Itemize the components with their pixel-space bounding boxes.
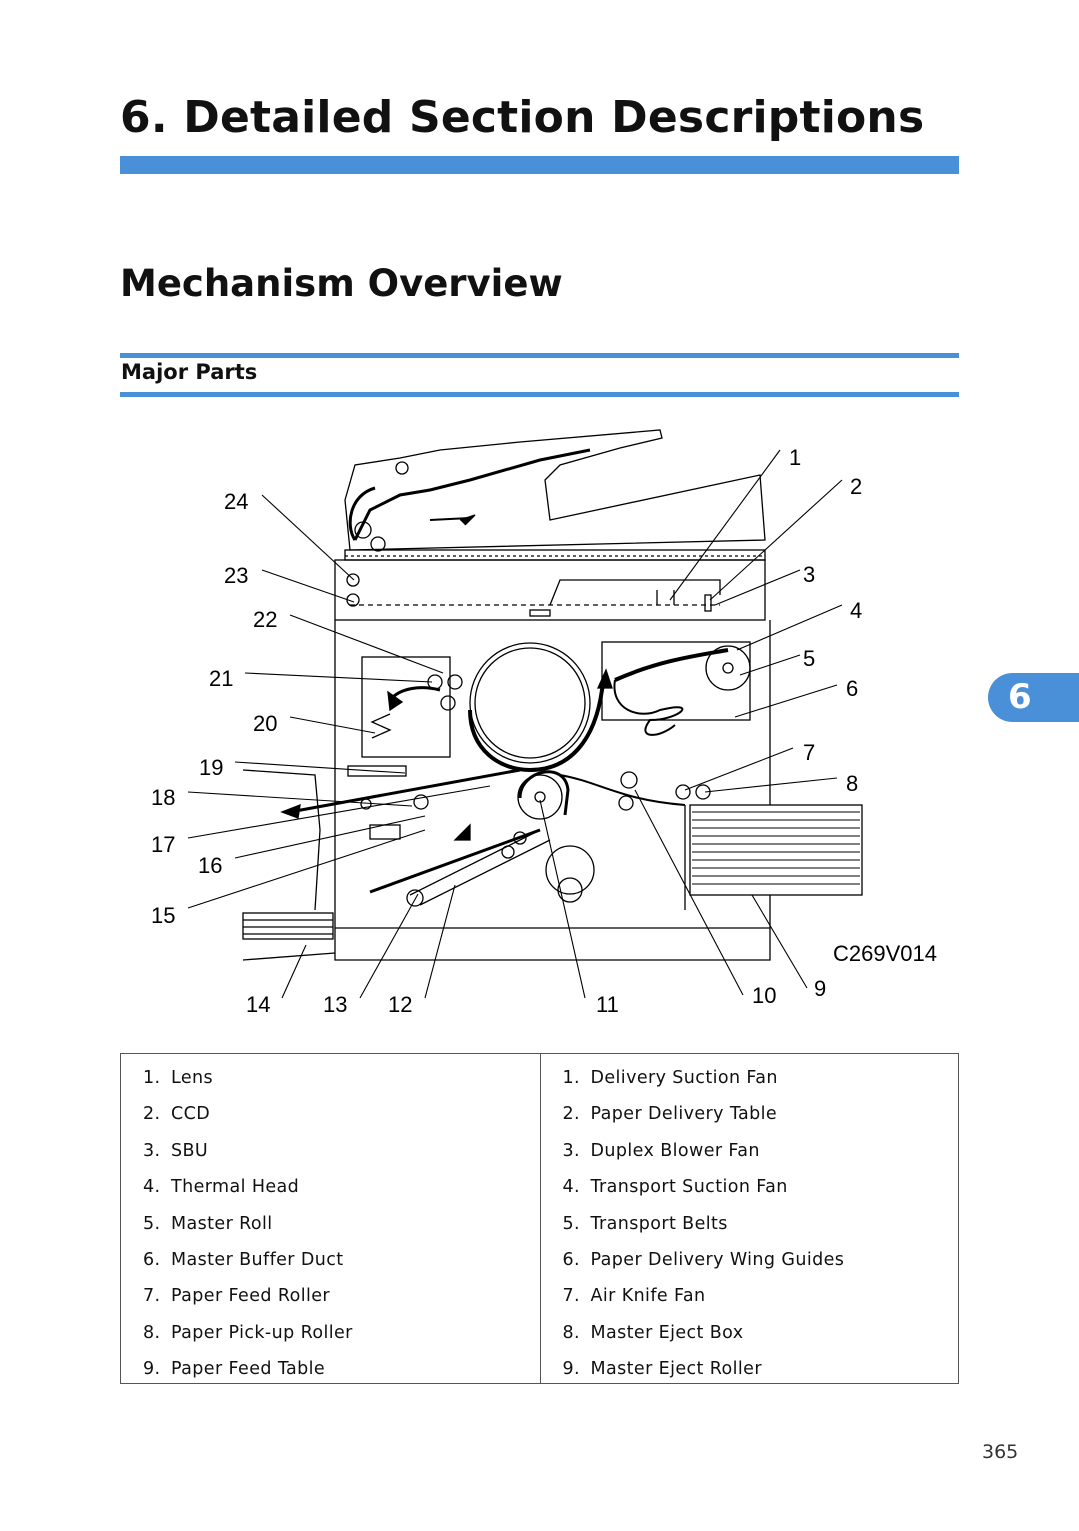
chapter-title: 6. Detailed Section Descriptions <box>120 92 925 143</box>
chapter-tab[interactable]: 6 <box>988 673 1079 722</box>
list-item: 2.Paper Delivery Table <box>562 1104 778 1125</box>
chapter-title-bar <box>120 156 959 174</box>
callout-4: 4 <box>850 598 862 623</box>
mechanism-diagram: 1 2 3 4 5 6 7 8 9 10 11 12 13 14 15 16 1… <box>151 429 937 1017</box>
callout-17: 17 <box>151 832 175 857</box>
callout-20: 20 <box>253 711 277 736</box>
parts-column-right: 1.Delivery Suction Fan 2.Paper Delivery … <box>539 1054 959 1383</box>
callout-2: 2 <box>850 474 862 499</box>
callout-6: 6 <box>846 676 858 701</box>
list-item: 8.Paper Pick-up Roller <box>143 1322 353 1343</box>
callout-11: 11 <box>596 992 619 1017</box>
callout-23: 23 <box>224 563 248 588</box>
list-item: 5.Transport Belts <box>562 1213 728 1234</box>
list-item: 2.CCD <box>143 1104 211 1125</box>
list-item: 7.Air Knife Fan <box>562 1286 706 1307</box>
callout-labels: 1 2 3 4 5 6 7 8 9 10 11 12 13 14 15 16 1… <box>151 445 937 1017</box>
callout-22: 22 <box>253 607 277 632</box>
callout-10: 10 <box>752 983 776 1008</box>
machine-drawing <box>242 429 863 961</box>
subsection-top-rule <box>120 353 959 358</box>
callout-5: 5 <box>803 646 815 671</box>
callout-12: 12 <box>388 992 412 1017</box>
section-title: Mechanism Overview <box>120 262 563 305</box>
parts-column-left: 1.Lens 2.CCD 3.SBU 4.Thermal Head 5.Mast… <box>121 1054 540 1383</box>
callout-16: 16 <box>198 853 222 878</box>
callout-9: 9 <box>814 976 826 1001</box>
subsection-bottom-rule <box>120 392 959 397</box>
callout-8: 8 <box>846 771 858 796</box>
list-item: 3.Duplex Blower Fan <box>562 1140 760 1161</box>
list-item: 8.Master Eject Box <box>562 1322 744 1343</box>
leader-lines <box>187 449 843 999</box>
list-item: 7.Paper Feed Roller <box>143 1286 331 1307</box>
subsection-title: Major Parts <box>121 360 258 384</box>
list-item: 3.SBU <box>143 1140 209 1161</box>
list-item: 6.Master Buffer Duct <box>143 1249 344 1270</box>
page-number: 365 <box>982 1441 1019 1463</box>
list-item: 9.Master Eject Roller <box>562 1359 762 1380</box>
figure-code: C269V014 <box>833 941 937 966</box>
chapter-tab-label: 6 <box>1008 677 1032 717</box>
callout-19: 19 <box>199 755 223 780</box>
callout-13: 13 <box>323 992 347 1017</box>
list-item: 4.Transport Suction Fan <box>562 1177 788 1198</box>
callout-18: 18 <box>151 785 175 810</box>
callout-3: 3 <box>803 562 815 587</box>
parts-table: 1.Lens 2.CCD 3.SBU 4.Thermal Head 5.Mast… <box>120 1053 959 1384</box>
list-item: 1.Lens <box>143 1068 214 1088</box>
callout-14: 14 <box>246 992 270 1017</box>
callout-21: 21 <box>209 666 233 691</box>
callout-7: 7 <box>803 740 815 765</box>
list-item: 5.Master Roll <box>143 1213 273 1234</box>
list-item: 6.Paper Delivery Wing Guides <box>562 1249 845 1270</box>
list-item: 4.Thermal Head <box>143 1177 300 1198</box>
callout-24: 24 <box>224 489 248 514</box>
callout-1: 1 <box>789 445 801 470</box>
callout-15: 15 <box>151 903 175 928</box>
list-item: 1.Delivery Suction Fan <box>562 1068 778 1088</box>
list-item: 9.Paper Feed Table <box>143 1359 326 1380</box>
